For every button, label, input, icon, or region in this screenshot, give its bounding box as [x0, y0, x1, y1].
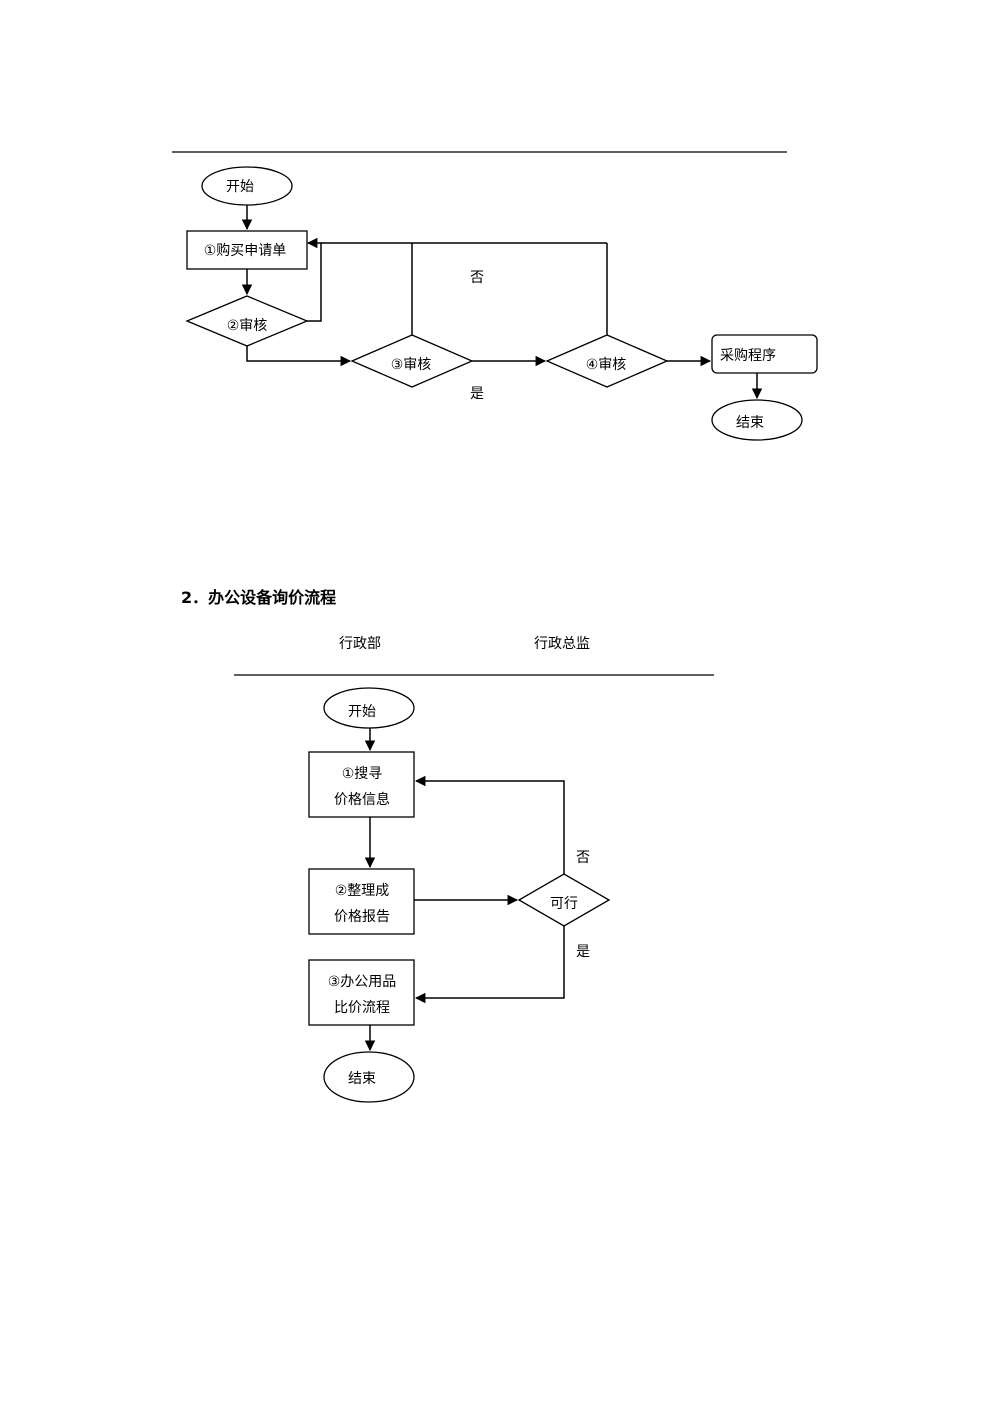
- flow1-no-label: 否: [470, 270, 484, 286]
- flow2-arrow-decision-no: [414, 775, 565, 874]
- flow2-no-label: 否: [576, 850, 590, 866]
- flow1-purchase-request-node: ①购买申请单: [186, 230, 308, 270]
- flow2-end-label: 结束: [348, 1071, 376, 1087]
- flow2-step3-line2: 比价流程: [334, 1000, 390, 1016]
- flow2-step2-line2: 价格报告: [334, 909, 390, 925]
- flow2-start-node: 开始: [323, 687, 415, 729]
- flow1-review2-node: ②审核: [185, 295, 309, 347]
- flow1-review4-label: ④审核: [586, 357, 627, 373]
- flow1-arrow-review2-review3: [246, 346, 352, 367]
- flow2-step1-line2: 价格信息: [334, 791, 390, 808]
- flow2-search-price-node: ①搜寻 价格信息: [308, 751, 415, 818]
- flow2-office-supplies-compare-node: ③办公用品 比价流程: [308, 959, 415, 1026]
- flow2-step1-line1: ①搜寻: [342, 766, 383, 782]
- flow2-step2-line1: ②整理成: [335, 883, 390, 899]
- lane-label-admin-director: 行政总监: [534, 636, 590, 652]
- flow2-price-report-node: ②整理成 价格报告: [308, 868, 415, 935]
- flow2-start-label: 开始: [348, 704, 376, 720]
- flow1-review3-label: ③审核: [391, 357, 432, 373]
- section2-heading: 2．办公设备询价流程: [181, 588, 336, 607]
- flow2-step3-line1: ③办公用品: [328, 974, 397, 990]
- flow1-procurement-label: 采购程序: [720, 348, 776, 364]
- flow2-yes-label: 是: [576, 944, 590, 960]
- flow1-yes-label: 是: [470, 386, 484, 402]
- flow2-decision-label: 可行: [550, 896, 578, 912]
- flow1-start-node: 开始: [201, 166, 293, 206]
- lane-label-admin-dept: 行政部: [339, 636, 381, 652]
- flow2-arrow-decision-yes: [414, 926, 565, 1004]
- flow2-end-node: 结束: [323, 1051, 415, 1103]
- flow1-start-label: 开始: [226, 179, 254, 195]
- flow1-procurement-node: 采购程序: [711, 334, 818, 374]
- flow1-end-label: 结束: [736, 415, 764, 431]
- flow1-review2-label: ②审核: [227, 318, 268, 334]
- flow1-arrow-review2-back: [306, 237, 322, 322]
- flow2-feasible-decision-node: 可行: [517, 873, 611, 927]
- flow1-end-node: 结束: [711, 399, 803, 441]
- flow1-review4-node: ④审核: [545, 334, 669, 388]
- flow1-review3-node: ③审核: [350, 334, 474, 388]
- flow1-purchase-request-label: ①购买申请单: [204, 243, 287, 259]
